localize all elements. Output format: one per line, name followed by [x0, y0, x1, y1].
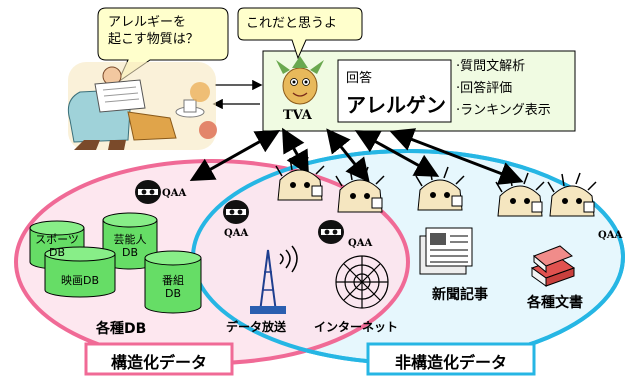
db-label-sports: スポーツ DB — [30, 233, 84, 259]
database-program — [144, 250, 202, 314]
db-label-sports-line1: スポーツ — [35, 233, 79, 246]
arrow-tva-qaa-db — [189, 130, 281, 181]
db-label-celebrity: 芸能人 DB — [103, 233, 157, 259]
documents-label: 各種文書 — [527, 295, 583, 311]
internet-web-icon — [335, 255, 389, 309]
answer-value: アレルゲン — [346, 93, 446, 117]
structured-label-box — [84, 342, 234, 376]
database-movie — [44, 246, 116, 298]
tva-feature-list: ·質問文解析 ·回答評価 ·ランキング表示 — [456, 56, 551, 122]
feature-ranking-display: ·ランキング表示 — [456, 103, 551, 118]
newspaper-icon — [419, 227, 473, 275]
answer-title: 回答 — [346, 71, 373, 86]
db-label-movie-line1: 映画DB — [60, 274, 100, 287]
tva-label: TVA — [283, 108, 312, 123]
db-label-program-line1: 番組 — [162, 274, 184, 287]
unstructured-data-label: 非構造化データ — [394, 353, 507, 372]
db-group-label: 各種DB — [96, 321, 147, 337]
qaa-robot-icon-broadcast — [223, 200, 249, 224]
qaa-creature-icon-4 — [495, 172, 545, 217]
unstructured-label-box — [366, 342, 536, 376]
db-label-celebrity-line2: DB — [121, 246, 139, 259]
broadcast-label: データ放送 — [226, 320, 287, 334]
database-celebrity — [102, 212, 158, 270]
newspaper-label: 新聞記事 — [432, 287, 488, 303]
structured-data-label: 構造化データ — [110, 353, 207, 372]
arrow-tva-qaa-4 — [389, 128, 524, 185]
qaa-label-broadcast: QAA — [224, 228, 249, 239]
user-reading-illustration — [67, 62, 217, 150]
qaa-label-db: QAA — [162, 188, 187, 199]
question-line-2: 起こす物質は？ — [108, 32, 199, 47]
answer-box — [337, 59, 452, 123]
db-label-movie: 映画DB — [45, 274, 115, 287]
answer-remark-bubble: これだと思うよ — [246, 16, 338, 31]
qaa-creature-icon-2 — [335, 166, 385, 213]
qaa-creature-icon-3 — [415, 166, 465, 211]
tva-character-icon — [276, 56, 324, 105]
broadcast-tower-icon — [250, 245, 298, 314]
db-label-sports-line2: DB — [48, 246, 66, 259]
db-label-celebrity-line1: 芸能人 — [113, 233, 147, 246]
question-bubble: アレルギーを 起こす物質は？ — [108, 14, 226, 48]
qaa-creature-icon-5 — [547, 172, 597, 217]
answer-bubble-shape — [237, 7, 363, 60]
feature-question-analysis: ·質問文解析 — [456, 59, 526, 74]
db-label-program: 番組 DB — [145, 274, 201, 300]
qaa-robot-icon-internet — [318, 220, 344, 244]
feature-answer-evaluation: ·回答評価 — [456, 81, 513, 96]
qaa-label-internet: QAA — [348, 238, 373, 249]
question-line-1: アレルギーを — [108, 15, 187, 30]
arrow-tva-qaa-1 — [282, 127, 309, 176]
books-icon — [530, 245, 576, 287]
qaa-label-documents: QAA — [598, 230, 623, 241]
internet-label: インターネット — [314, 320, 399, 334]
db-label-program-line2: DB — [164, 287, 182, 300]
qaa-creature-icon-1 — [275, 156, 325, 201]
qaa-robot-icon-db — [135, 180, 161, 204]
